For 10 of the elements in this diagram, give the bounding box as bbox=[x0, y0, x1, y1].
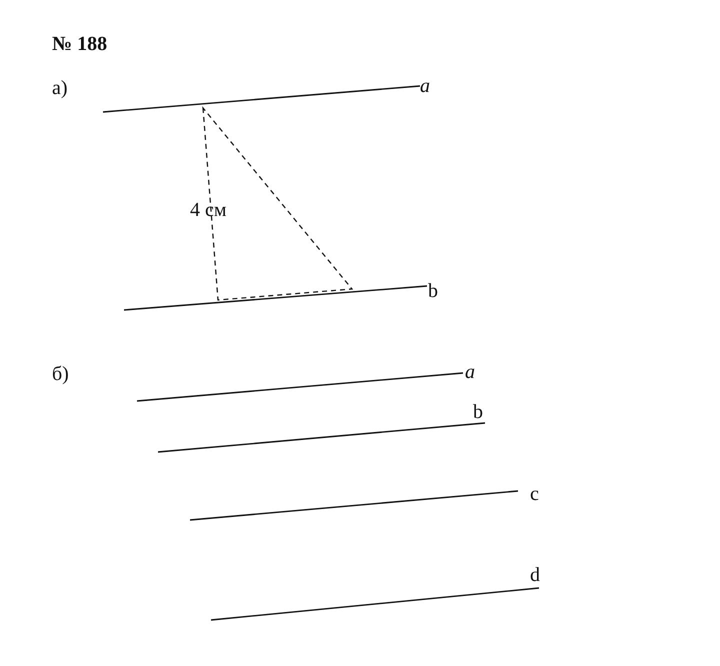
length-label: 4 см bbox=[190, 200, 227, 220]
line-label: b bbox=[473, 402, 483, 422]
part-label: а) bbox=[52, 78, 68, 98]
line-label: c bbox=[530, 484, 539, 504]
part-label: б) bbox=[52, 364, 69, 384]
line-label: a bbox=[465, 362, 475, 382]
problem-number: № 188 bbox=[52, 34, 108, 54]
line-label: d bbox=[530, 565, 540, 585]
line-label: a bbox=[420, 76, 430, 96]
line-label: b bbox=[428, 281, 438, 301]
